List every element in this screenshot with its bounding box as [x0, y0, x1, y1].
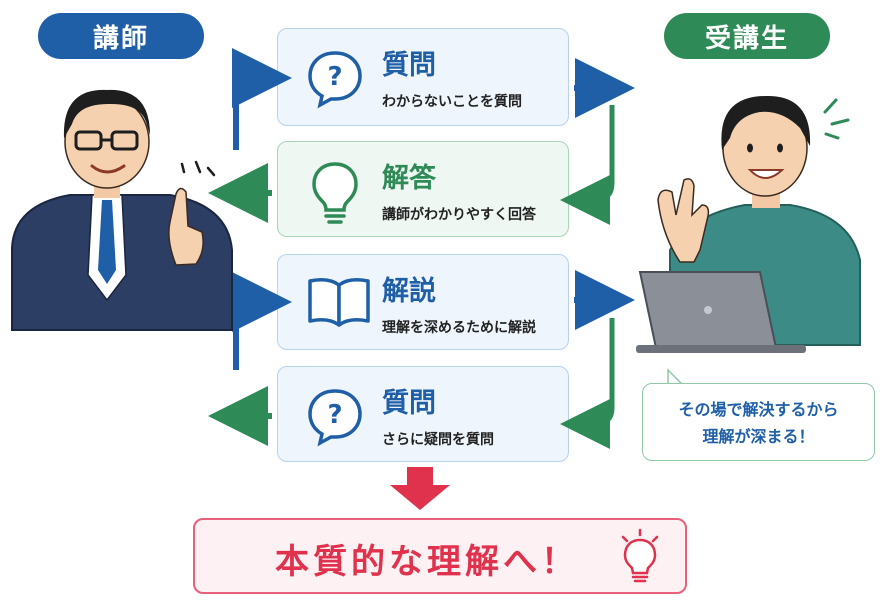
- explanation-card: 解説 理解を深めるために解説: [277, 254, 569, 350]
- svg-text:?: ?: [327, 400, 342, 430]
- student-label: 受講生: [664, 13, 830, 59]
- flow-arrow: [560, 105, 615, 225]
- card-subtitle: 理解を深めるために解説: [382, 320, 536, 336]
- card-subtitle: さらに疑問を質問: [382, 432, 494, 448]
- conclusion-box: 本質的な理解へ！: [193, 518, 687, 594]
- open-book-icon: [304, 273, 374, 337]
- card-title: 質問: [382, 388, 436, 419]
- card-title: 質問: [382, 50, 436, 81]
- flow-arrow: [560, 318, 615, 449]
- question-card-2: ? 質問 さらに疑問を質問: [277, 366, 569, 462]
- student-illustration: [636, 95, 861, 353]
- card-subtitle: わからないことを質問: [382, 94, 522, 110]
- conclusion-text: 本質的な理解へ！: [275, 542, 579, 582]
- bubble-line-1: その場で解決するから: [678, 400, 839, 419]
- lightbulb-icon: [615, 528, 665, 590]
- flow-arrow: [232, 272, 292, 370]
- question-bubble-icon: ?: [304, 47, 366, 113]
- card-subtitle: 講師がわかりやすく回答: [382, 207, 536, 223]
- question-card-1: ? 質問 わからないことを質問: [277, 28, 569, 126]
- down-arrow-icon: [390, 467, 450, 510]
- student-speech-bubble: その場で解決するから 理解が深まる！: [642, 383, 875, 461]
- flow-arrow: [232, 48, 292, 150]
- answer-card: 解答 講師がわかりやすく回答: [277, 141, 569, 237]
- svg-text:?: ?: [327, 62, 342, 92]
- bubble-line-2: 理解が深まる！: [702, 427, 815, 446]
- teacher-label: 講師: [38, 13, 204, 59]
- card-title: 解説: [382, 276, 436, 307]
- teacher-illustration: [11, 89, 233, 331]
- question-bubble-icon: ?: [304, 385, 366, 451]
- lightbulb-icon: [304, 160, 366, 230]
- card-title: 解答: [382, 163, 436, 194]
- speech-bubble-tail: [667, 368, 684, 385]
